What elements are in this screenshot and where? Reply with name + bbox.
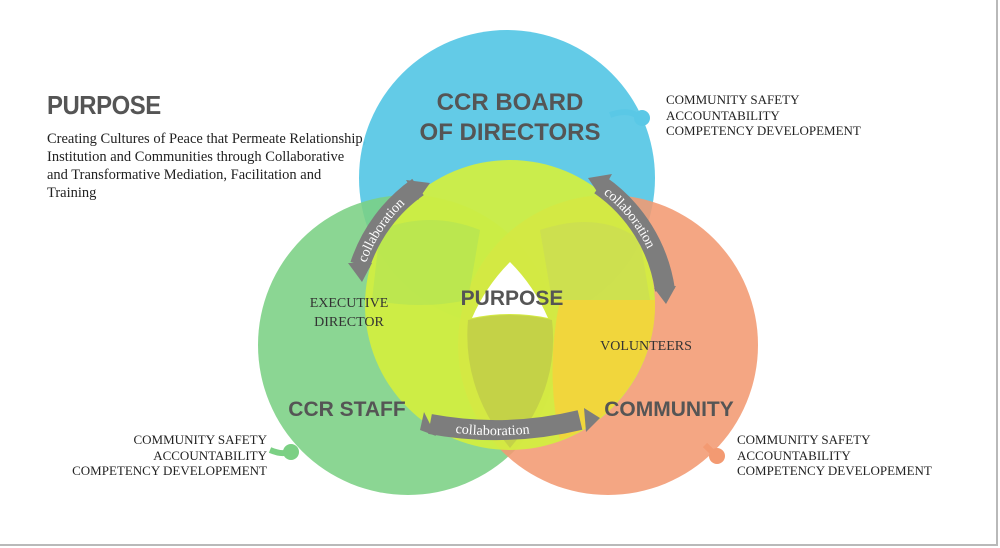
staff-note-item: COMMUNITY SAFETY	[133, 432, 268, 447]
staff-note-item: ACCOUNTABILITY	[153, 447, 267, 463]
volunteers-label: VOLUNTEERS	[600, 339, 692, 354]
purpose-heading: PURPOSE	[47, 90, 161, 120]
purpose-center-shape	[472, 262, 548, 318]
board-note-item: COMMUNITY SAFETY	[666, 92, 800, 107]
volunteers-region	[552, 300, 656, 440]
board-notes: COMMUNITY SAFETY ACCOUNTABILITY COMPETEN…	[666, 92, 861, 139]
board-staff-overlap	[372, 220, 480, 305]
board-note-item: ACCOUNTABILITY	[666, 107, 780, 123]
board-community-overlap	[540, 222, 650, 300]
collaboration-arc-bottom: collaboration	[420, 408, 600, 441]
purpose-description: Creating Cultures of Peace that Permeate…	[47, 131, 367, 201]
board-note-item: COMPETENCY DEVELOPEMENT	[666, 123, 861, 138]
staff-community-overlap	[467, 315, 554, 448]
staff-notes: COMMUNITY SAFETY ACCOUNTABILITY COMPETEN…	[54, 432, 267, 479]
community-note-item: ACCOUNTABILITY	[737, 447, 851, 463]
executive-label-line2: DIRECTOR	[314, 315, 384, 330]
community-note-item: COMMUNITY SAFETY	[737, 432, 871, 447]
purpose-center-label: PURPOSE	[461, 287, 564, 310]
executive-label-line1: EXECUTIVE	[310, 296, 389, 311]
community-notes: COMMUNITY SAFETY ACCOUNTABILITY COMPETEN…	[737, 432, 932, 479]
community-note-item: COMPETENCY DEVELOPEMENT	[737, 463, 932, 478]
board-label-line2: OF DIRECTORS	[420, 119, 601, 146]
staff-connector	[268, 444, 299, 460]
board-label-line1: CCR BOARD	[437, 89, 584, 116]
collaboration-label-bottom: collaboration	[455, 422, 530, 439]
staff-label: CCR STAFF	[288, 398, 406, 421]
community-label: COMMUNITY	[604, 398, 734, 421]
staff-note-item: COMPETENCY DEVELOPEMENT	[72, 463, 267, 478]
